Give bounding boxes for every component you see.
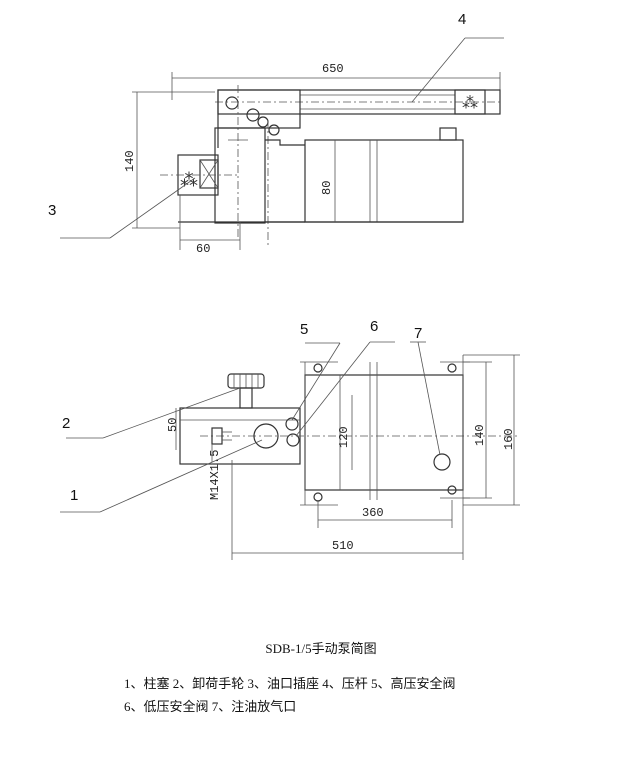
pivot-circle-a <box>225 96 239 110</box>
svg-text:⁂: ⁂ <box>180 170 198 191</box>
callout-5: 5 <box>300 321 308 338</box>
legend-line-2: 6、低压安全阀 7、注油放气口 <box>124 699 297 714</box>
callout-2: 2 <box>62 415 70 432</box>
dim-510: 510 <box>332 539 354 553</box>
callout-3: 3 <box>48 202 56 219</box>
dim-120: 120 <box>337 426 351 448</box>
reservoir-plan <box>304 374 464 491</box>
callout-6: 6 <box>370 318 378 335</box>
svg-text:⁂: ⁂ <box>462 93 478 112</box>
dim-140-top: 140 <box>123 150 137 172</box>
figure-title: SDB-1/5手动泵简图 <box>265 641 377 656</box>
dim-60: 60 <box>196 242 210 256</box>
high-pressure-valve <box>285 417 299 431</box>
callout-7: 7 <box>414 325 422 342</box>
low-pressure-valve <box>286 433 300 447</box>
plan-view: 50 M14X1.5 120 140 160 <box>60 318 520 560</box>
dim-50: 50 <box>166 418 180 432</box>
top-view: 650 140 ⁂ 80 <box>48 11 504 256</box>
callout-4: 4 <box>458 11 466 28</box>
plunger-circle <box>253 423 279 449</box>
dim-80: 80 <box>320 181 334 195</box>
dim-160: 160 <box>502 428 516 450</box>
thread-label: M14X1.5 <box>208 450 222 500</box>
legend-line-1: 1、柱塞 2、卸荷手轮 3、油口插座 4、压杆 5、高压安全阀 <box>124 676 456 691</box>
dim-360: 360 <box>362 506 384 520</box>
dim-650: 650 <box>322 62 344 76</box>
dim-140-bottom: 140 <box>473 424 487 446</box>
fill-vent-port <box>433 453 451 471</box>
callout-1: 1 <box>70 487 78 504</box>
